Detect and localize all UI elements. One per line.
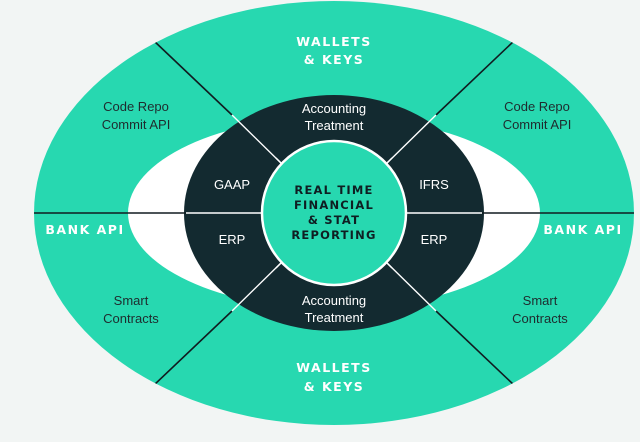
inner-top-label-1: Accounting bbox=[302, 101, 366, 116]
inner-erp-right-label: ERP bbox=[421, 232, 448, 247]
center-label-3: & STAT bbox=[308, 213, 360, 227]
inner-bottom-label-2: Treatment bbox=[305, 310, 364, 325]
outer-dividers bbox=[34, 39, 634, 387]
outer-top-label-1: WALLETS bbox=[296, 34, 371, 49]
outer-lower-right-label-2: Contracts bbox=[512, 311, 568, 326]
outer-lower-left-label-1: Smart bbox=[114, 293, 149, 308]
outer-right-label: BANK API bbox=[543, 222, 622, 237]
outer-bottom-label-1: WALLETS bbox=[296, 360, 371, 375]
outer-upper-right-label-2: Commit API bbox=[503, 117, 572, 132]
center-label-1: REAL TIME bbox=[294, 183, 373, 197]
outer-top-label-2: & KEYS bbox=[304, 52, 365, 67]
center-label-2: FINANCIAL bbox=[294, 198, 374, 212]
inner-erp-left-label: ERP bbox=[219, 232, 246, 247]
outer-lower-right-label-1: Smart bbox=[523, 293, 558, 308]
inner-gaap-label: GAAP bbox=[214, 177, 250, 192]
outer-left-label: BANK API bbox=[45, 222, 124, 237]
outer-upper-right-label-1: Code Repo bbox=[504, 99, 570, 114]
outer-lower-left-label-2: Contracts bbox=[103, 311, 159, 326]
center-circle bbox=[260, 139, 408, 287]
outer-upper-left-label-1: Code Repo bbox=[103, 99, 169, 114]
outer-bottom-label-2: & KEYS bbox=[304, 379, 365, 394]
center-label-4: REPORTING bbox=[291, 228, 376, 242]
inner-dividers bbox=[186, 114, 482, 312]
inner-top-label-2: Treatment bbox=[305, 118, 364, 133]
outer-upper-left-label-2: Commit API bbox=[102, 117, 171, 132]
inner-bottom-label-1: Accounting bbox=[302, 293, 366, 308]
inner-ifrs-label: IFRS bbox=[419, 177, 449, 192]
